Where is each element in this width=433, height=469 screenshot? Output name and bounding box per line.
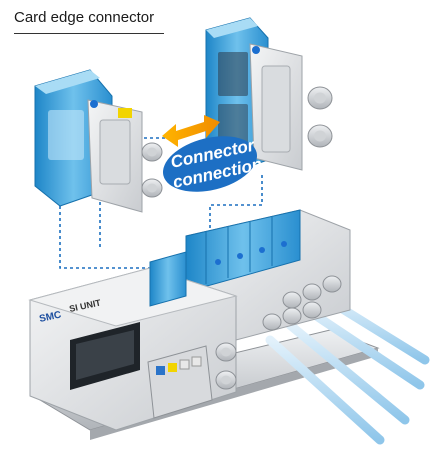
double-arrow-icon — [162, 115, 220, 147]
right-valve-module — [205, 17, 333, 177]
right-fittings — [307, 86, 333, 148]
si-unit: SMC SI UNIT — [28, 251, 238, 431]
left-valve-module — [34, 69, 163, 213]
terminal-block — [147, 345, 213, 419]
manifold-valve-stack — [185, 209, 351, 341]
si-unit-fittings — [215, 342, 237, 390]
left-fittings — [141, 142, 163, 198]
callout-leader-line — [14, 33, 164, 34]
si-unit-brand: SMC — [38, 310, 62, 325]
card-edge-connector-label: Card edge connector — [14, 9, 155, 26]
manifold-fittings — [262, 275, 342, 331]
